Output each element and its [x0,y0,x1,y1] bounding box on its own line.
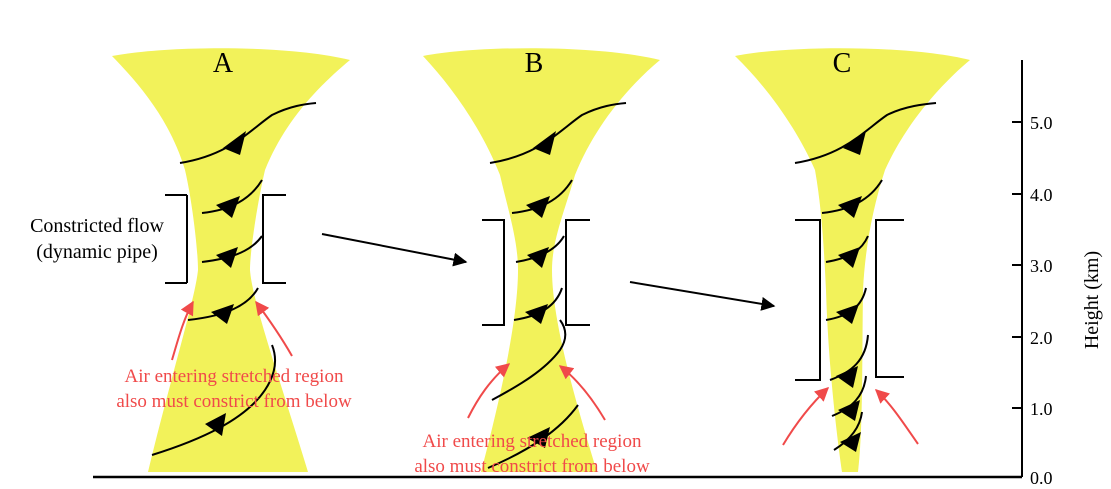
tick-label-2: 2.0 [1030,328,1053,348]
air-entering-label-a-line1: Air entering stretched region [125,366,344,387]
transition-arrow-b-c [629,281,776,311]
air-entering-label-b-line2: also must constrict from below [414,456,650,477]
constricted-flow-label: Constricted flow [30,215,164,237]
tick-label-3: 3.0 [1030,256,1053,276]
transition-arrow-a-b [321,233,468,267]
tick-label-0: 0.0 [1030,468,1053,488]
panel-b: B Air entering stretched region also mus… [414,48,660,477]
tick-label-5: 5.0 [1030,113,1053,133]
height-axis-title: Height (km) [1081,251,1103,349]
flow-arrowheads-c [836,131,866,452]
flow-lines-a [151,102,317,456]
red-inflow-arrows-b [467,363,606,421]
red-inflow-arrows-c [782,387,919,446]
panel-a: A Constricted flow (dynamic pipe) Air e [30,48,352,472]
panel-letter-c: C [833,48,852,79]
height-axis-ticks [1012,121,1022,478]
air-entering-label-b-line1: Air entering stretched region [423,431,642,452]
dynamic-pipe-label: (dynamic pipe) [36,241,158,263]
height-axis: 5.0 4.0 3.0 2.0 1.0 0.0 Height (km) [1012,60,1103,488]
pipe-brackets-b [482,219,590,326]
red-inflow-arrows-a [171,300,293,361]
panel-letter-a: A [213,48,234,79]
tick-label-1: 1.0 [1030,399,1053,419]
air-entering-label-a-line2: also must constrict from below [116,391,352,412]
pipe-brackets-a [165,194,286,284]
flow-arrowheads-b [525,131,556,448]
flow-lines-c [794,102,937,451]
pipe-brackets-c [795,219,904,381]
panel-letter-b: B [525,48,544,79]
flow-arrowheads-a [205,131,246,436]
tick-label-4: 4.0 [1030,185,1053,205]
flow-lines-b [487,102,627,469]
panel-c: C [735,48,970,472]
